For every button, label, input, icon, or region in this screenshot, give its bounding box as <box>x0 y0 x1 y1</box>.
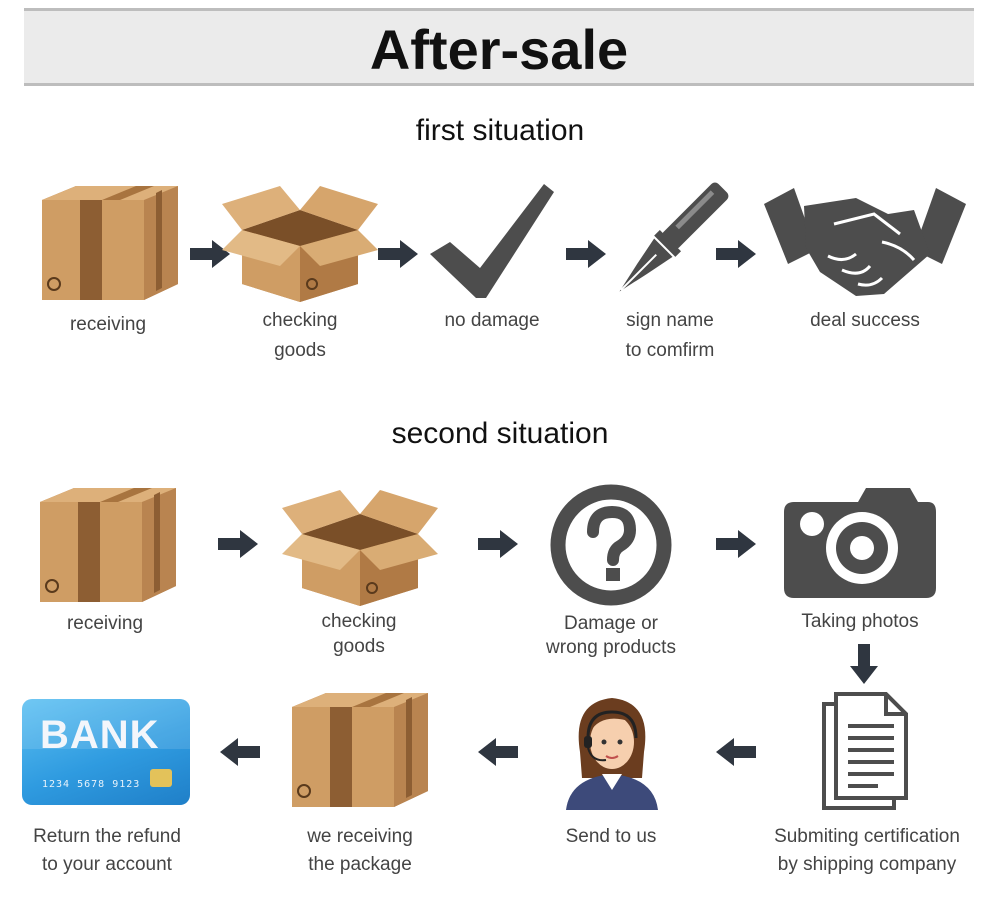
step-label: checking goods <box>321 611 397 657</box>
second-situation-title: second situation <box>391 417 609 450</box>
checkmark-icon <box>430 184 554 298</box>
bank-card-icon: BANK 1234 5678 9123 <box>22 699 190 805</box>
bank-card-number: 1234 5678 9123 <box>42 779 141 790</box>
arrow-right-icon <box>378 240 418 268</box>
box-closed-icon <box>42 186 178 300</box>
page-title: After-sale <box>369 18 629 81</box>
question-icon <box>550 484 672 606</box>
card-chip-icon <box>150 769 172 787</box>
step-label: deal success <box>810 310 920 331</box>
step-label: Taking photos <box>801 611 919 632</box>
step-label: Return the refund to your account <box>33 826 181 875</box>
box-open-icon <box>282 490 438 606</box>
bank-card-brand: BANK <box>40 713 160 757</box>
box-open-icon <box>222 186 378 302</box>
arrow-right-icon <box>716 530 756 558</box>
arrow-right-icon <box>716 240 756 268</box>
arrow-left-icon <box>716 738 756 766</box>
handshake-icon <box>764 188 966 296</box>
step-label: Damage or wrong products <box>546 613 676 658</box>
arrow-right-icon <box>478 530 518 558</box>
step-label: we receiving the package <box>307 826 413 875</box>
arrow-left-icon <box>220 738 260 766</box>
step-label: checking goods <box>262 310 338 361</box>
card-shine <box>22 699 190 749</box>
step-label: Submiting certification by shipping comp… <box>774 826 960 875</box>
first-situation-title: first situation <box>415 114 585 147</box>
step-label: sign name to comfirm <box>625 310 715 361</box>
box-closed-icon <box>40 488 176 602</box>
step-label: receiving <box>69 314 147 335</box>
arrow-right-icon <box>190 240 230 268</box>
step-label: receiving <box>66 613 144 634</box>
support-agent-icon <box>566 698 658 810</box>
step-label: no damage <box>444 310 540 331</box>
camera-icon <box>784 488 936 598</box>
arrow-right-icon <box>218 530 258 558</box>
header-banner: After-sale <box>24 8 974 86</box>
arrow-right-icon <box>566 240 606 268</box>
arrow-left-icon <box>478 738 518 766</box>
arrow-down-icon <box>850 644 878 684</box>
step-label: Send to us <box>565 826 657 847</box>
document-icon <box>822 692 908 810</box>
pen-icon <box>619 182 729 292</box>
box-closed-icon <box>292 693 428 807</box>
